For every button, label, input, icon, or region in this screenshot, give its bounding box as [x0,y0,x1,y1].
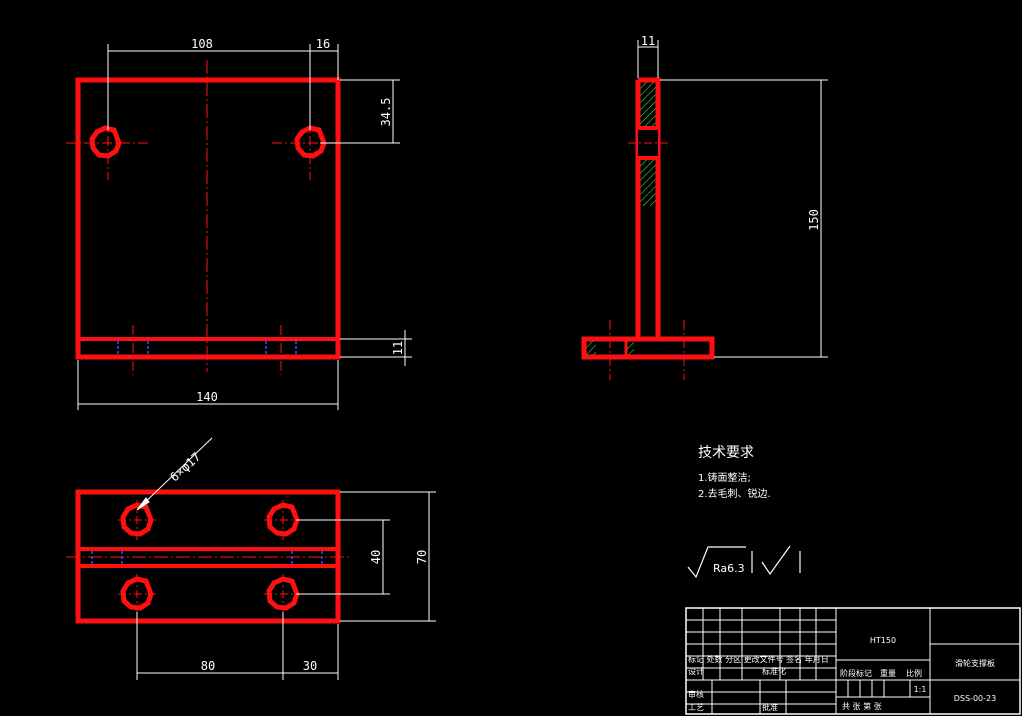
side-base-hatch-1 [586,341,596,355]
top-hole-upper-right [266,502,300,537]
dim-total-width: 140 [196,390,218,404]
front-hole-left [89,125,122,159]
label-stage: 阶段标记 [840,668,872,678]
roughness-value: Ra6.3 [713,562,745,575]
top-hole-axes [118,500,302,614]
title-block: HT150 滑轮支撑板 DSS-00-23 1:1 标记 处数 分区 更改文件号… [685,607,1021,715]
dim-base-height: 11 [391,341,405,355]
tech-item-2: 2.去毛刺、锐边. [698,487,771,500]
label-approve: 批准 [762,702,778,712]
dim-hole-spacing-horizontal: 80 [201,659,215,673]
tech-requirements: 技术要求 1.铸面整洁; 2.去毛刺、锐边. [698,445,771,500]
label-scale: 比例 [906,668,922,678]
dim-side-height: 150 [807,209,821,231]
hole-note: 6×φ17 [167,450,203,485]
front-view: 108 16 34.5 11 140 [66,37,412,410]
side-view: 11 150 [581,34,828,380]
label-review: 审核 [688,689,704,699]
drawing-number: DSS-00-23 [954,694,996,703]
top-hidden-holes [91,551,323,564]
top-dimension-lines [136,437,436,680]
front-plate-outline [75,77,341,360]
part-name: 滑轮支撑板 [955,658,995,668]
side-base-hatch-2 [626,341,634,355]
label-design: 设计 [688,666,704,676]
label-standardization: 标准化 [762,666,786,676]
tech-item-1: 1.铸面整洁; [698,471,751,484]
top-hole-lower-left [120,576,154,611]
dim-hole-vertical: 34.5 [379,98,393,127]
front-dimension-lines [77,44,412,410]
label-sheet: 共 张 第 张 [842,701,882,711]
check-mark-icon [761,545,791,576]
dim-depth: 70 [415,550,429,564]
dim-top-offset: 16 [316,37,330,51]
label-weight: 重量 [880,668,896,678]
top-hole-lower-right [266,576,300,611]
top-view: 6×φ17 40 70 80 30 [66,437,436,680]
dim-offset: 30 [303,659,317,673]
scale-value: 1:1 [914,685,927,694]
title-block-grid [686,608,1020,714]
label-process: 工艺 [688,703,704,712]
side-upright-outline [635,77,661,339]
dim-top-width: 108 [191,37,213,51]
side-base-outline [581,336,715,360]
dim-hole-spacing-vertical: 40 [369,550,383,564]
front-hidden-holes [117,325,297,375]
dim-side-thickness: 11 [641,34,655,48]
side-dimension-lines [637,40,828,358]
title-block-frame [685,607,1021,715]
tech-title: 技术要求 [698,445,754,461]
material: HT150 [870,636,896,645]
revision-header: 标记 处数 分区 更改文件号 签名 年月日 [688,654,829,664]
roughness-symbol: Ra6.3 [687,545,801,579]
